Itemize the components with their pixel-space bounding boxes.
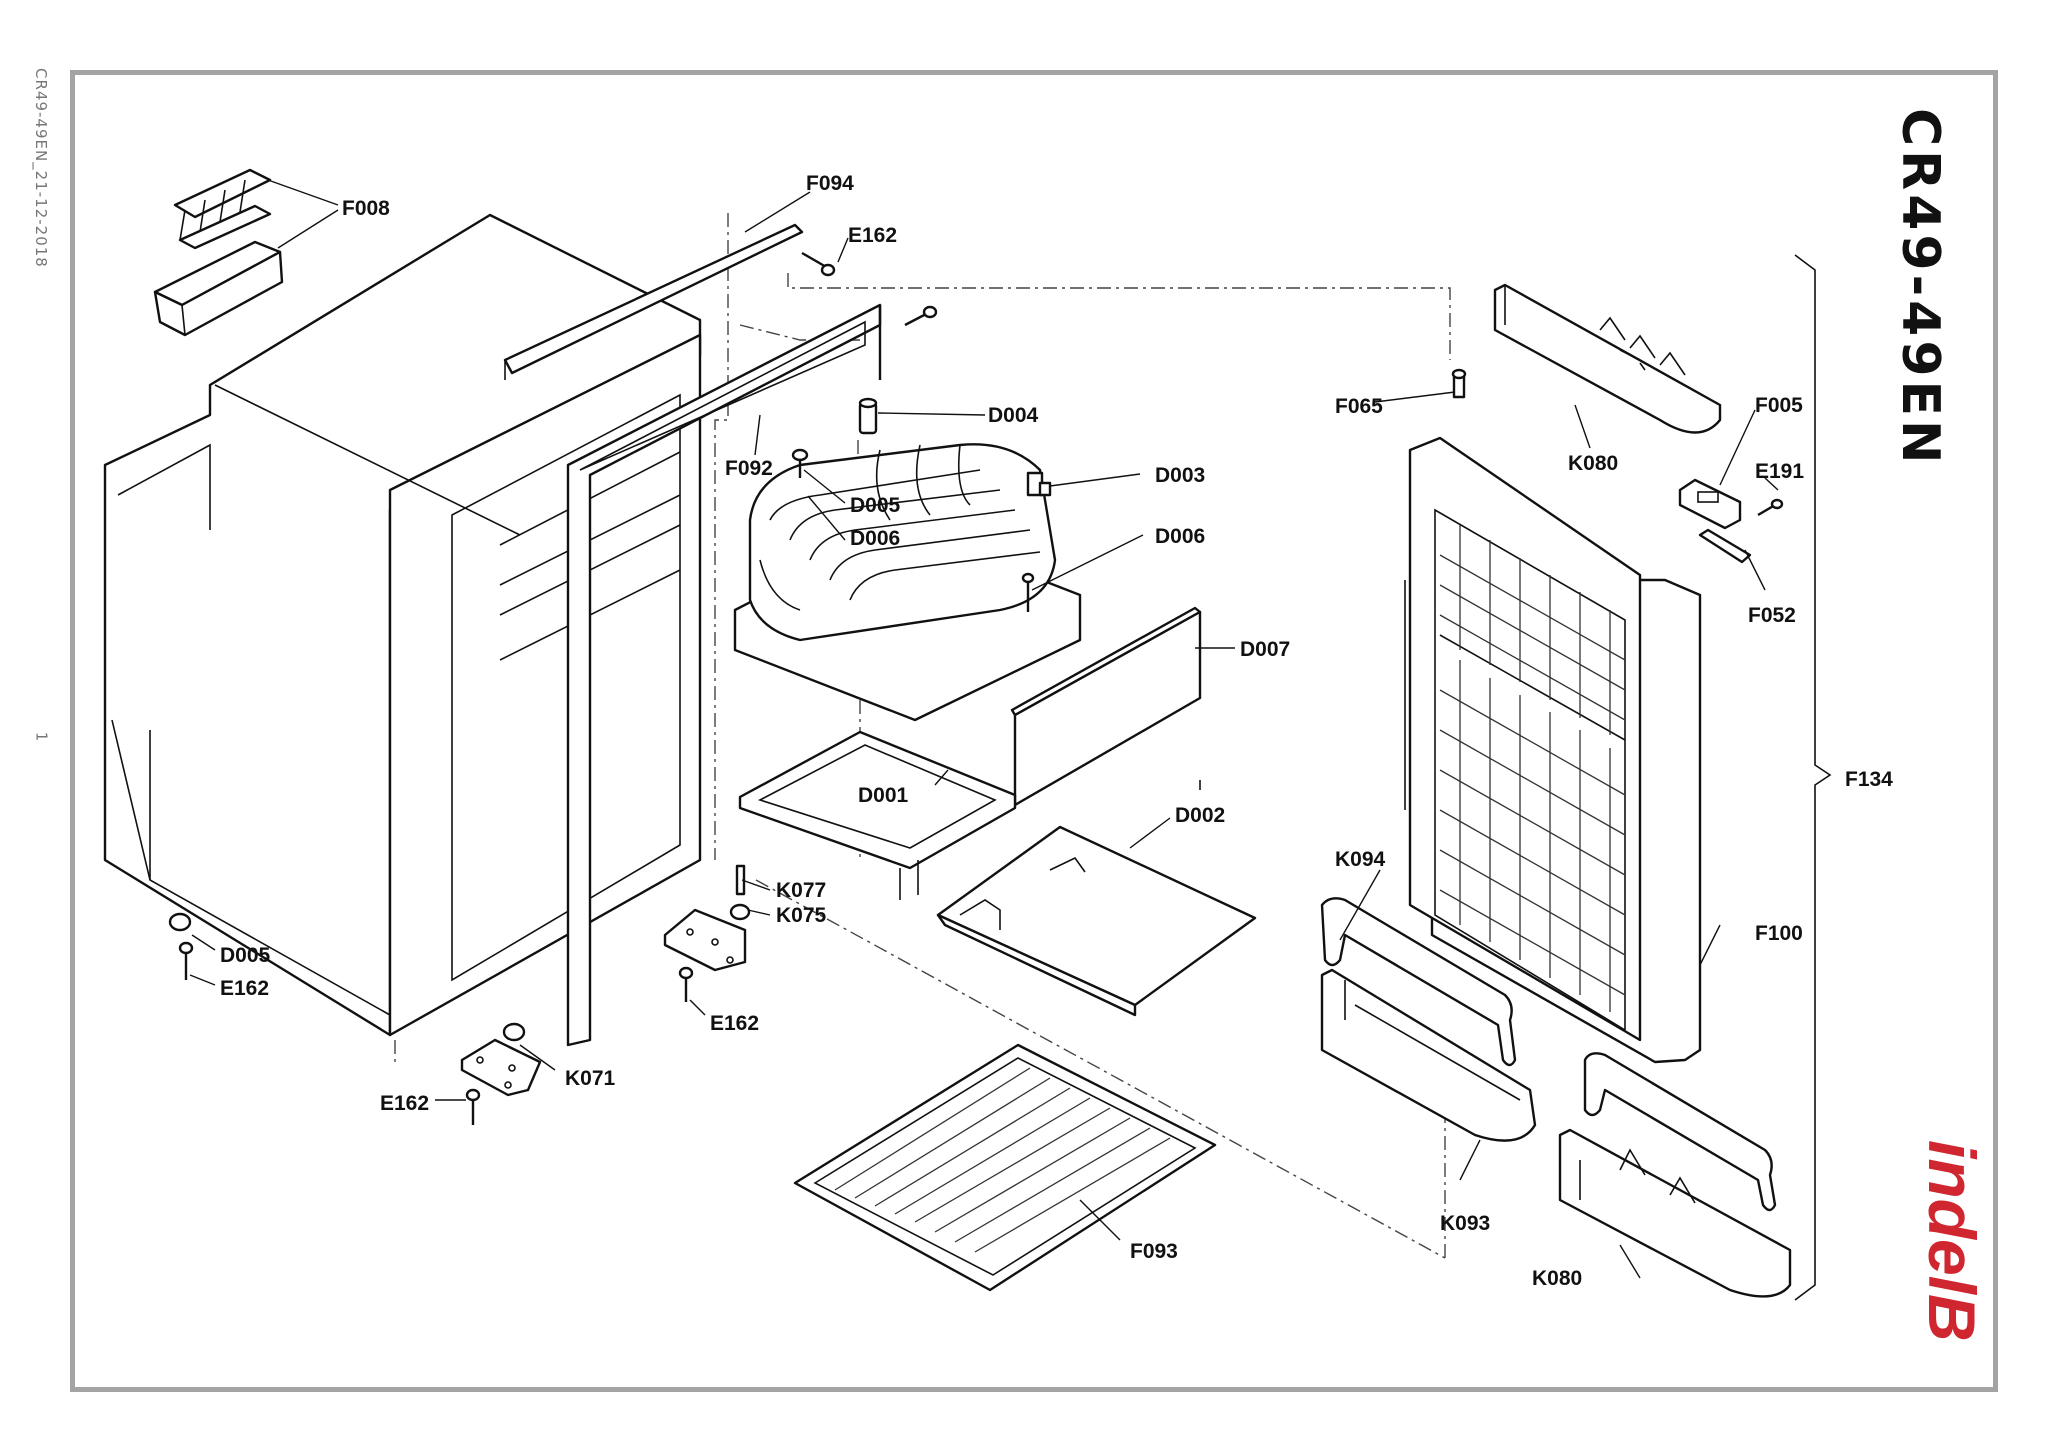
door-bar-k094	[1320, 897, 1517, 1067]
callout-k071: K071	[565, 1067, 616, 1090]
plate-f052	[1698, 528, 1752, 564]
callout-d006-right: D006	[1155, 525, 1205, 548]
callout-f092: F092	[725, 457, 773, 480]
callout-d001: D001	[858, 784, 909, 807]
door-freezer-grid	[1439, 525, 1626, 735]
callout-k093: K093	[1440, 1212, 1490, 1235]
callout-f065: F065	[1335, 395, 1383, 418]
hinge-plate-k071	[460, 1022, 542, 1097]
screw-d005	[791, 448, 809, 478]
callout-e191: E191	[1755, 460, 1804, 483]
door-bar-k080-bottom	[1583, 1052, 1777, 1212]
callout-k080-bottom: K080	[1532, 1267, 1582, 1290]
callout-e162-top: E162	[848, 224, 897, 247]
callout-f100: F100	[1755, 922, 1803, 945]
callout-d005-bottom: D005	[220, 944, 271, 967]
callout-e162-mid: E162	[710, 1012, 759, 1035]
part-callouts: F008 F094 E162 D004 F092 D005 D006 D003 …	[220, 172, 1893, 1290]
screw-e162-top	[801, 251, 836, 277]
screw-e162-mid	[678, 966, 694, 1002]
callout-f093: F093	[1130, 1240, 1178, 1263]
callout-d005-top: D005	[850, 494, 901, 517]
callout-k075: K075	[776, 904, 827, 927]
door-f100	[1404, 436, 1702, 1064]
callout-f094: F094	[806, 172, 854, 195]
screw-f065	[1451, 368, 1467, 399]
callout-k094: K094	[1335, 848, 1386, 871]
door-shelf-k080-top	[1493, 283, 1722, 434]
callout-f052: F052	[1748, 604, 1796, 627]
callout-f008: F008	[342, 197, 390, 220]
callout-d006-left: D006	[850, 527, 900, 550]
callout-e162-left: E162	[220, 977, 269, 1000]
bracket-f134	[1794, 254, 1832, 1301]
latch-f005	[1678, 478, 1742, 530]
callout-d007: D007	[1240, 638, 1290, 661]
ice-tray-divider	[173, 168, 272, 250]
door-lower-grid	[1439, 660, 1626, 1012]
leader-lines	[189, 179, 1779, 1279]
callout-d003: D003	[1155, 464, 1205, 487]
spacer-d004	[858, 397, 878, 435]
storage-bin	[153, 240, 284, 337]
panel-d007	[1010, 606, 1202, 807]
evaporator-block	[733, 443, 1082, 722]
callout-d004: D004	[988, 404, 1039, 427]
wire-shelf-f093	[793, 1043, 1217, 1292]
hinge-plate-k075	[663, 903, 751, 972]
drip-tray-d002	[936, 825, 1257, 1017]
door-shelf-k093	[1320, 968, 1537, 1142]
callout-k077: K077	[776, 879, 826, 902]
screw-e191	[1757, 498, 1784, 517]
cabinet-body	[103, 213, 702, 1037]
callout-k080-top: K080	[1568, 452, 1618, 475]
top-trim-bar	[503, 223, 804, 380]
clip-d003	[1026, 471, 1052, 497]
callout-d002: D002	[1175, 804, 1225, 827]
callout-f005: F005	[1755, 394, 1803, 417]
screw-frame-top	[904, 305, 938, 327]
screw-d006	[1021, 572, 1035, 612]
door-frame-gasket	[566, 303, 882, 1047]
screw-e162-bottom	[465, 1088, 481, 1125]
door-shelf-k080-bottom	[1558, 1128, 1792, 1298]
tray-frame-d001	[738, 730, 1017, 900]
callout-e162-bottom: E162	[380, 1092, 429, 1115]
screw-e162-left	[168, 912, 194, 980]
drawing-frame	[70, 70, 1998, 1392]
callout-f134: F134	[1845, 768, 1893, 791]
